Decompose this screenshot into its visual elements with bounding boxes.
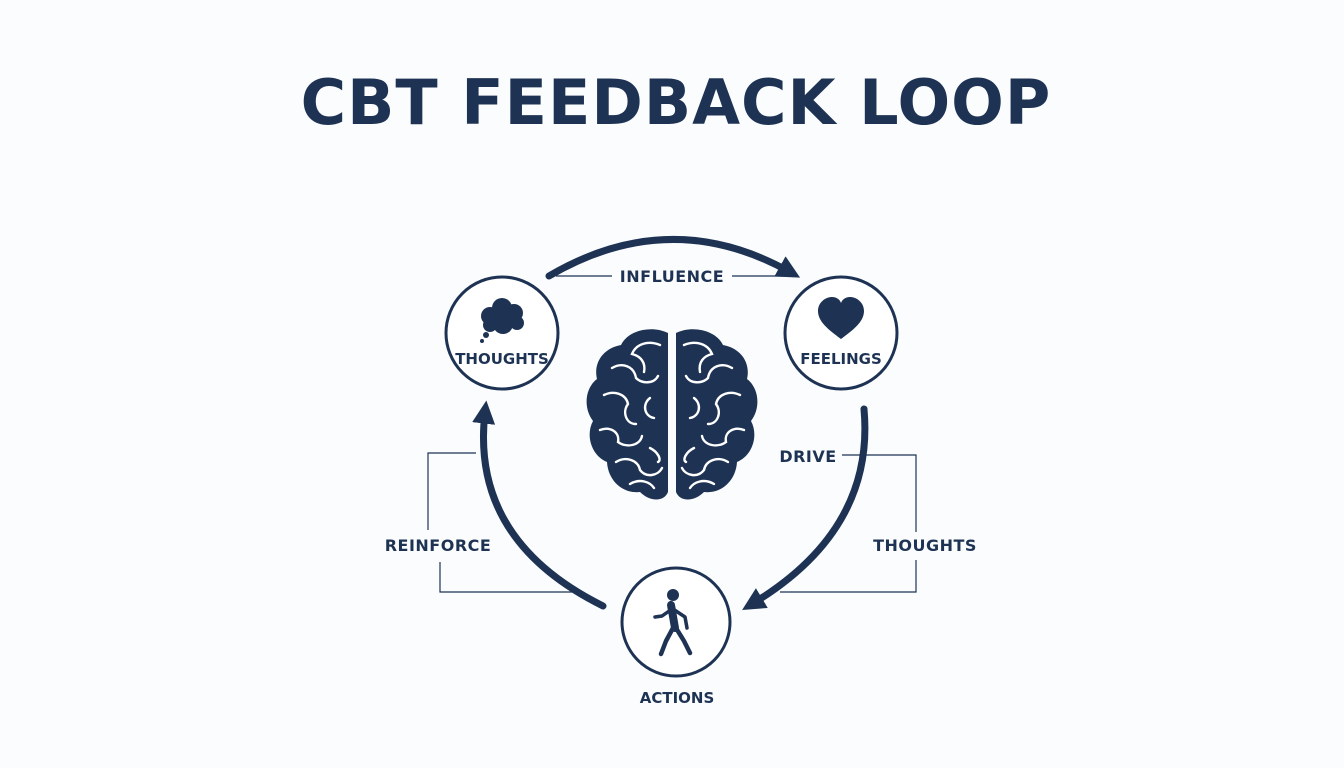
edge-label-reinforce: REINFORCE (385, 536, 492, 555)
node-thoughts: THOUGHTS (444, 275, 560, 391)
edge-label-drive: DRIVE (779, 447, 836, 466)
reinforce-bracket-top (427, 452, 476, 530)
node-label-feelings: FEELINGS (800, 350, 882, 368)
heart-icon (818, 297, 864, 339)
drive-thoughts-bracket (780, 560, 917, 593)
node-label-actions: ACTIONS (640, 689, 715, 707)
arrow-actions-to-thoughts (472, 400, 607, 610)
page-title: CBT FEEDBACK LOOP (301, 66, 1052, 139)
loop-arrows (472, 236, 869, 610)
node-feelings: FEELINGS (783, 275, 899, 391)
reinforce-bracket-bottom (439, 562, 572, 593)
node-label-thoughts: THOUGHTS (455, 350, 549, 368)
brain-icon (586, 329, 758, 500)
node-actions: ACTIONS (620, 566, 732, 707)
arrow-feelings-to-actions (742, 405, 869, 610)
walking-person-icon (653, 589, 693, 657)
arrow-thoughts-to-feelings (545, 236, 801, 280)
edge-label-influence: INFLUENCE (620, 267, 724, 286)
thought-cloud-icon (480, 298, 524, 343)
drive-bracket (842, 454, 917, 532)
edge-label-drive-thoughts: THOUGHTS (873, 536, 977, 555)
label-connectors (427, 275, 917, 593)
